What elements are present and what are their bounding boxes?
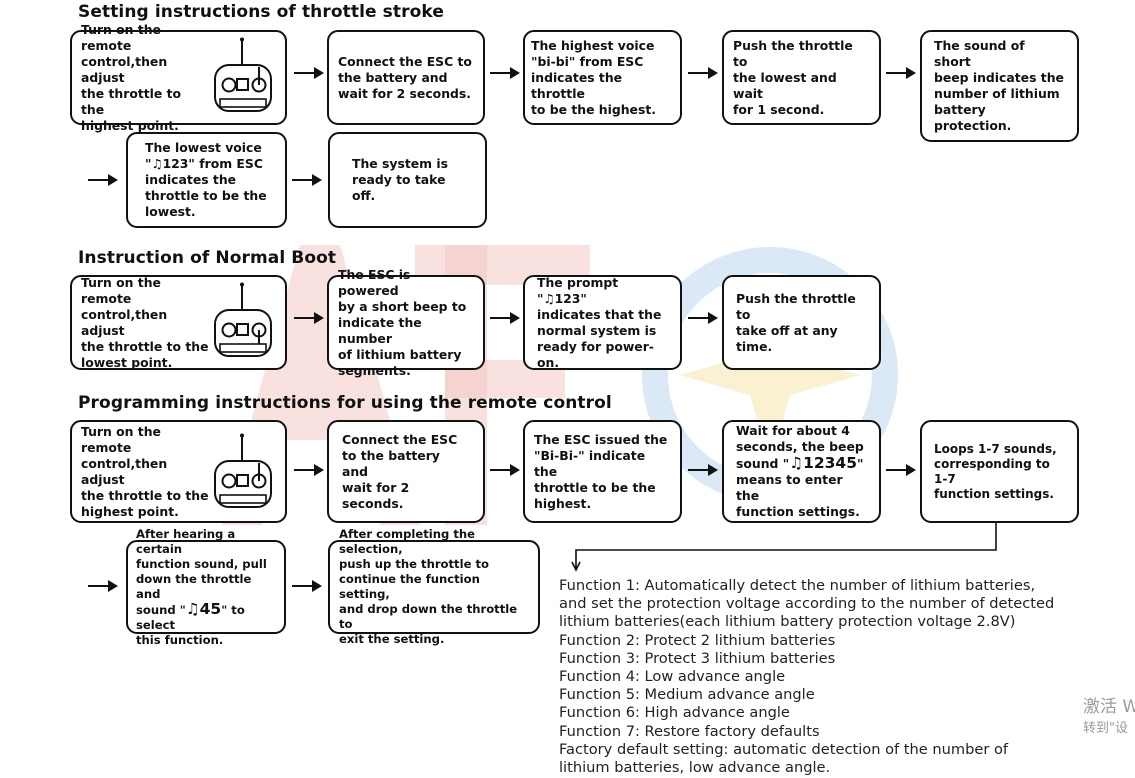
step-box: Push the throttle to take off at any tim… [722, 275, 881, 370]
flow-arrow [490, 312, 520, 324]
step-box: After hearing a certain function sound, … [126, 527, 286, 647]
activation-notice-title: 激活 W [1083, 697, 1135, 717]
step-text-part: Wait for about 4 seconds, the beep [736, 423, 864, 454]
step-box: The system is ready to take off. [328, 132, 487, 228]
step-text: Connect the ESC to the battery and wait … [338, 53, 472, 101]
step-text-part: sound " [736, 456, 790, 471]
flow-arrow [294, 464, 324, 476]
step-text-part: sound " [136, 602, 186, 617]
step-text: After hearing a certain function sound, … [136, 527, 276, 648]
function-item: Function 1: Automatically detect the num… [559, 577, 1055, 631]
step-text: The sound of short beep indicates the nu… [934, 38, 1064, 133]
flow-arrow [688, 464, 718, 476]
function-item: Function 2: Protect 2 lithium batteries [559, 631, 836, 649]
step-text: Loops 1-7 sounds, corresponding to 1-7 f… [934, 441, 1057, 501]
flow-arrow [886, 464, 916, 476]
step-text-part: " to select this function. [136, 602, 245, 647]
remote-control-icon [214, 282, 272, 357]
step-box: Wait for about 4 seconds, the beep sound… [722, 420, 881, 523]
step-text-part: " [857, 456, 864, 471]
flow-arrow [88, 580, 118, 592]
step-box: Connect the ESC to the battery and wait … [327, 30, 485, 125]
step-text: Turn on the remote control,then adjust t… [81, 423, 209, 519]
flow-arrow [292, 580, 322, 592]
step-box: The ESC issued the "Bi-Bi-" indicate the… [523, 420, 682, 523]
step-text: Turn on the remote control,then adjust t… [81, 21, 182, 133]
step-box: After completing the selection, push up … [328, 527, 540, 646]
flow-arrow [292, 174, 322, 186]
section-title-throttle-stroke: Setting instructions of throttle stroke [78, 2, 444, 22]
flow-arrow [294, 67, 324, 79]
section-title-normal-boot: Instruction of Normal Boot [78, 248, 337, 268]
function-item: Function 6: High advance angle [559, 704, 790, 722]
step-box: The sound of short beep indicates the nu… [920, 30, 1079, 142]
step-text: The prompt "♫123" indicates that the nor… [537, 274, 662, 370]
step-text: Turn on the remote control,then adjust t… [81, 274, 209, 370]
step-text: The highest voice "bi-bi" from ESC indic… [531, 37, 656, 117]
elbow-connector-arrow [571, 523, 997, 572]
step-text: After completing the selection, push up … [339, 527, 518, 646]
function-item: Function 5: Medium advance angle [559, 686, 815, 704]
function-item: Function 3: Protect 3 lithium batteries [559, 649, 836, 667]
step-text: Push the throttle to take off at any tim… [736, 290, 856, 354]
flow-arrow [490, 464, 520, 476]
function-list: Function 1: Automatically detect the num… [559, 577, 1054, 777]
step-text: The ESC is powered by a short beep to in… [338, 266, 467, 378]
activation-notice-text: 转到"设 [1083, 721, 1128, 736]
beep-tone-code: ♫12345 [789, 454, 857, 472]
remote-control-icon [214, 433, 272, 508]
function-item: Function 7: Restore factory defaults [559, 722, 820, 740]
section-title-programming: Programming instructions for using the r… [78, 393, 612, 413]
step-text: The system is ready to take off. [352, 156, 448, 203]
step-text: The lowest voice "♫123" from ESC indicat… [145, 140, 267, 219]
step-box: Connect the ESC to the battery and wait … [327, 420, 485, 523]
step-box: The ESC is powered by a short beep to in… [327, 267, 485, 378]
flow-arrow [294, 312, 324, 324]
step-box: Turn on the remote control,then adjust t… [70, 22, 287, 133]
step-text: Wait for about 4 seconds, the beep sound… [736, 423, 867, 520]
step-text: The ESC issued the "Bi-Bi-" indicate the… [534, 431, 668, 511]
step-text: Connect the ESC to the battery and wait … [342, 431, 458, 511]
step-box: The lowest voice "♫123" from ESC indicat… [126, 132, 287, 228]
function-item: Function 4: Low advance angle [559, 668, 786, 686]
remote-control-icon [214, 37, 272, 112]
step-box: Push the throttle to the lowest and wait… [722, 30, 881, 125]
step-text: Push the throttle to the lowest and wait… [733, 37, 853, 117]
flow-arrow [490, 67, 520, 79]
step-text-part: means to enter the function settings. [736, 472, 860, 519]
flow-arrow [886, 67, 916, 79]
step-text-part: After hearing a certain function sound, … [136, 526, 267, 601]
flow-arrow [688, 312, 718, 324]
flow-arrow [688, 67, 718, 79]
flow-arrow [88, 174, 118, 186]
step-box: The highest voice "bi-bi" from ESC indic… [523, 30, 682, 125]
factory-default-note: Factory default setting: automatic detec… [559, 740, 1009, 777]
beep-tone-code: ♫45 [185, 599, 222, 618]
step-box: Loops 1-7 sounds, corresponding to 1-7 f… [920, 420, 1079, 523]
step-box: The prompt "♫123" indicates that the nor… [523, 275, 682, 370]
